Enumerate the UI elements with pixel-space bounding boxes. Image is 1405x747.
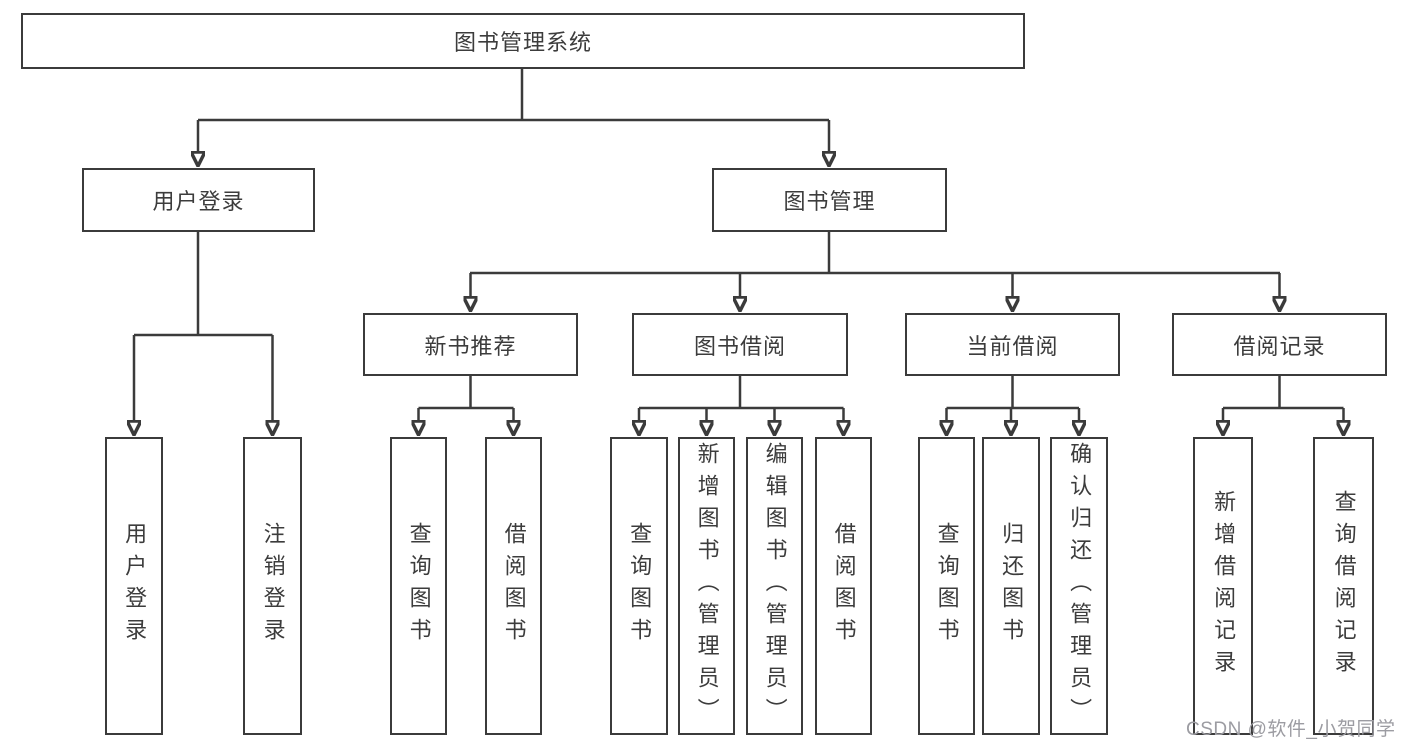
- node-library-system-root: 图书管理系统: [21, 13, 1025, 69]
- edges-book-mgmt: [470, 232, 1280, 297]
- node-book-borrow: 图书借阅: [632, 313, 848, 376]
- edges-borrow-record: [1223, 376, 1344, 421]
- leaf-user-login: 用户登录: [105, 437, 163, 735]
- csdn-watermark: CSDN @软件_小贺同学: [1186, 719, 1396, 740]
- edge-new-book-bus: [418, 376, 514, 410]
- leaf-query-books-current: 查询图书: [918, 437, 975, 735]
- leaf-borrow-books-recommend: 借阅图书: [485, 437, 542, 735]
- leaf-edit-books-admin: 编辑图书（管理员）: [746, 437, 803, 735]
- edge-root-bus: [198, 69, 829, 122]
- node-book-management: 图书管理: [712, 168, 947, 232]
- edges-new-book: [419, 376, 514, 421]
- leaf-logout: 注销登录: [243, 437, 302, 735]
- edge-current-borrow-bus: [946, 376, 1079, 410]
- edge-book-mgmt-bus: [470, 232, 1280, 275]
- node-user-login: 用户登录: [82, 168, 315, 232]
- edge-book-borrow-bus: [639, 376, 844, 410]
- edge-borrow-record-bus: [1223, 376, 1344, 410]
- leaf-confirm-return-admin: 确认归还（管理员）: [1050, 437, 1108, 735]
- leaf-borrow-books: 借阅图书: [815, 437, 872, 735]
- leaf-add-borrow-record: 新增借阅记录: [1193, 437, 1253, 735]
- node-borrow-record: 借阅记录: [1172, 313, 1387, 376]
- edge-user-login-bus: [134, 232, 273, 337]
- edges-root: [198, 69, 829, 152]
- leaf-query-books-recommend: 查询图书: [390, 437, 447, 735]
- node-current-borrow: 当前借阅: [905, 313, 1120, 376]
- leaf-add-books-admin: 新增图书（管理员）: [678, 437, 735, 735]
- leaf-return-books: 归还图书: [982, 437, 1040, 735]
- edges-user-login: [134, 232, 273, 421]
- leaf-query-books-borrow: 查询图书: [610, 437, 668, 735]
- node-new-book-recommend: 新书推荐: [363, 313, 578, 376]
- edges-book-borrow: [639, 376, 844, 421]
- edges-current-borrow: [947, 376, 1080, 421]
- leaf-query-borrow-record: 查询借阅记录: [1313, 437, 1374, 735]
